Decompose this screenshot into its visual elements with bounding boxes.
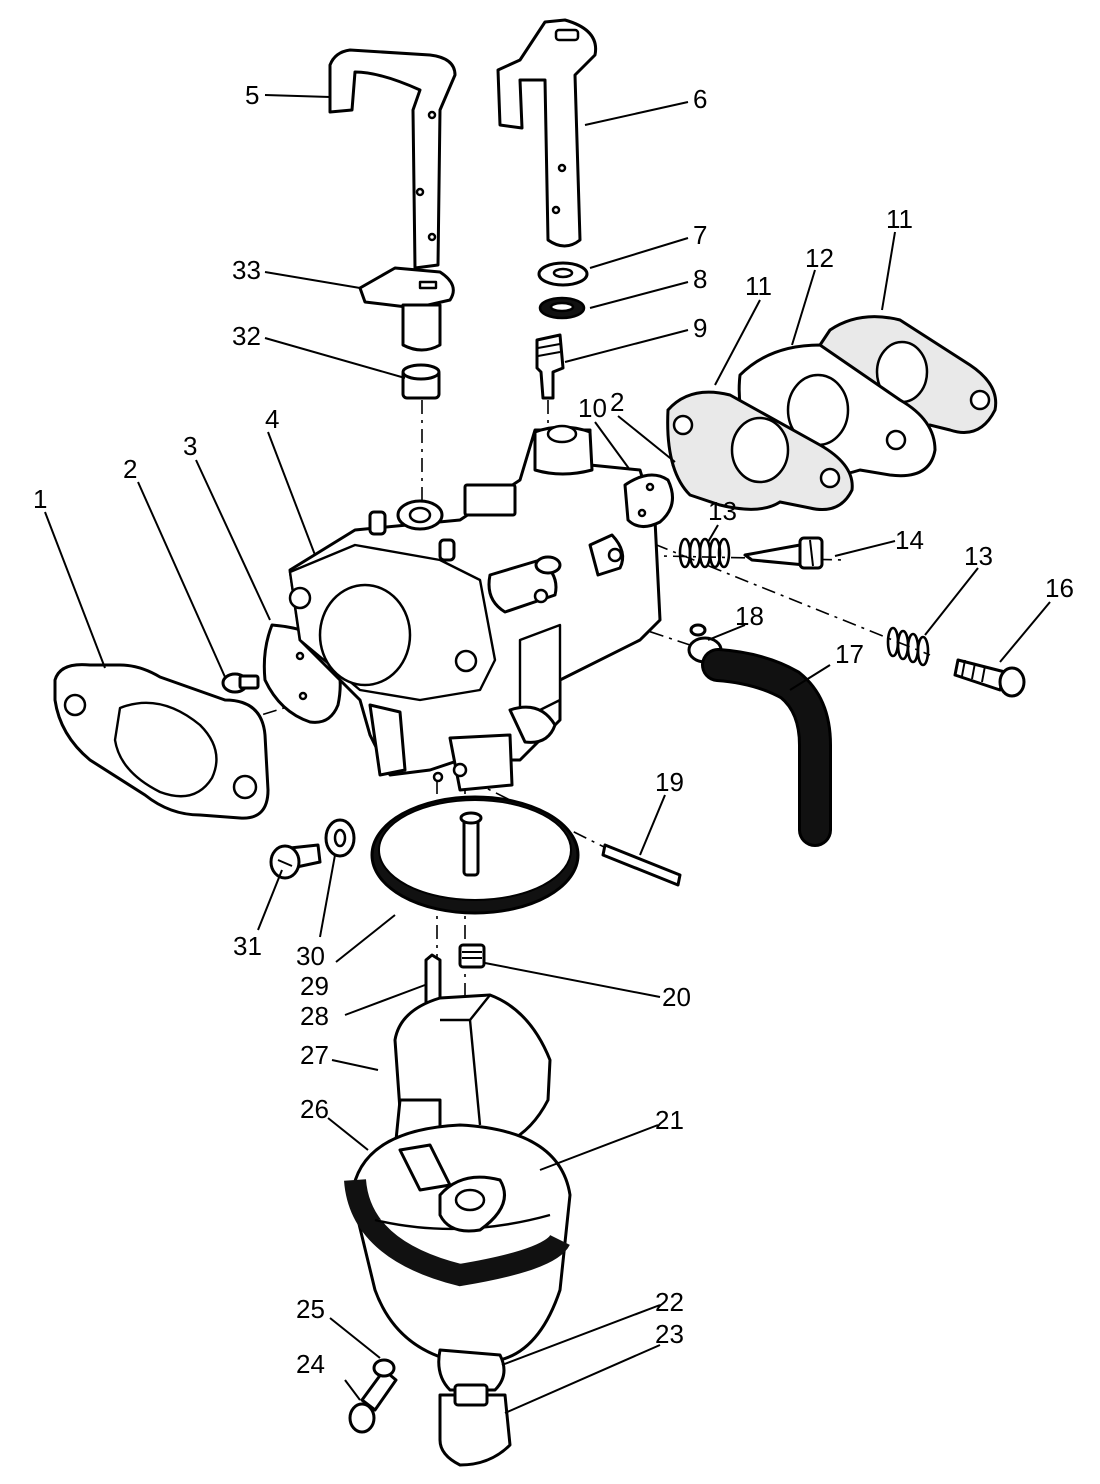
callout-1: 1 — [33, 484, 47, 514]
part-7-washer — [537, 261, 589, 287]
part-20-main-jet — [458, 943, 486, 969]
callout-5: 5 — [245, 80, 259, 110]
callout-8: 8 — [693, 264, 707, 294]
part-21-float-seat — [438, 1175, 506, 1233]
callout-22: 22 — [655, 1287, 684, 1317]
callout-25: 25 — [296, 1294, 325, 1324]
callout-2-left: 2 — [123, 454, 137, 484]
callout-12: 12 — [805, 243, 834, 273]
callout-28: 28 — [300, 1001, 329, 1031]
callout-2-right: 2 — [610, 387, 624, 417]
callout-9: 9 — [693, 313, 707, 343]
part-25-washer — [372, 1358, 396, 1378]
callout-10: 10 — [578, 393, 607, 423]
part-24-screw — [348, 1368, 398, 1434]
part-4-carburetor-body — [288, 424, 662, 792]
callout-13-upper: 13 — [708, 496, 737, 526]
callout-14: 14 — [895, 525, 924, 555]
part-8-seal — [538, 296, 586, 320]
callout-23: 23 — [655, 1319, 684, 1349]
callout-32: 32 — [232, 321, 261, 351]
callout-20: 20 — [662, 982, 691, 1012]
callout-29: 29 — [300, 971, 329, 1001]
part-5-throttle-lever — [328, 48, 457, 270]
part-17-fuel-line — [701, 648, 832, 847]
callout-24: 24 — [296, 1349, 325, 1379]
part-32-bushing — [401, 363, 441, 400]
part-16-idle-screw — [953, 658, 1026, 698]
part-13-spring-lower — [886, 626, 930, 667]
callout-6: 6 — [693, 84, 707, 114]
callout-13-lower: 13 — [964, 541, 993, 571]
part-1-gasket — [53, 663, 270, 820]
callout-18: 18 — [735, 601, 764, 631]
callout-3: 3 — [183, 431, 197, 461]
part-6-choke-lever — [496, 18, 598, 248]
callout-26: 26 — [300, 1094, 329, 1124]
part-26-float-bowl — [344, 1123, 572, 1362]
callout-16: 16 — [1045, 573, 1074, 603]
callout-30: 30 — [296, 941, 325, 971]
callout-27: 27 — [300, 1040, 329, 1070]
part-13-spring-upper — [678, 537, 731, 569]
part-11-gasket-front — [666, 390, 854, 511]
callout-numbers: 5 6 7 8 9 33 32 11 12 11 10 2 4 3 2 1 13… — [33, 80, 1074, 1379]
part-10-cover-plate — [623, 473, 674, 528]
callout-11-front: 11 — [745, 271, 772, 301]
callout-33: 33 — [232, 255, 261, 285]
callout-4: 4 — [265, 404, 279, 434]
callout-7: 7 — [693, 220, 707, 250]
part-19-float-pin — [601, 843, 682, 887]
part-inlet-seat-stem — [459, 811, 483, 877]
part-14-needle-screw — [743, 536, 824, 570]
part-23-drain-nut — [438, 1383, 512, 1467]
callout-17: 17 — [835, 639, 864, 669]
part-22-bowl-nut — [437, 1348, 506, 1392]
callout-19: 19 — [655, 767, 684, 797]
part-2-screw-left — [221, 672, 260, 694]
part-33-throttle-shaft-lever — [358, 266, 455, 352]
callout-leader-lines — [44, 94, 1051, 1414]
part-30-washer — [324, 818, 356, 858]
callout-31: 31 — [233, 931, 262, 961]
part-9-fitting — [535, 333, 565, 400]
callout-11-back: 11 — [886, 204, 913, 234]
callout-21: 21 — [655, 1105, 684, 1135]
part-31-drain-screw — [269, 843, 322, 880]
